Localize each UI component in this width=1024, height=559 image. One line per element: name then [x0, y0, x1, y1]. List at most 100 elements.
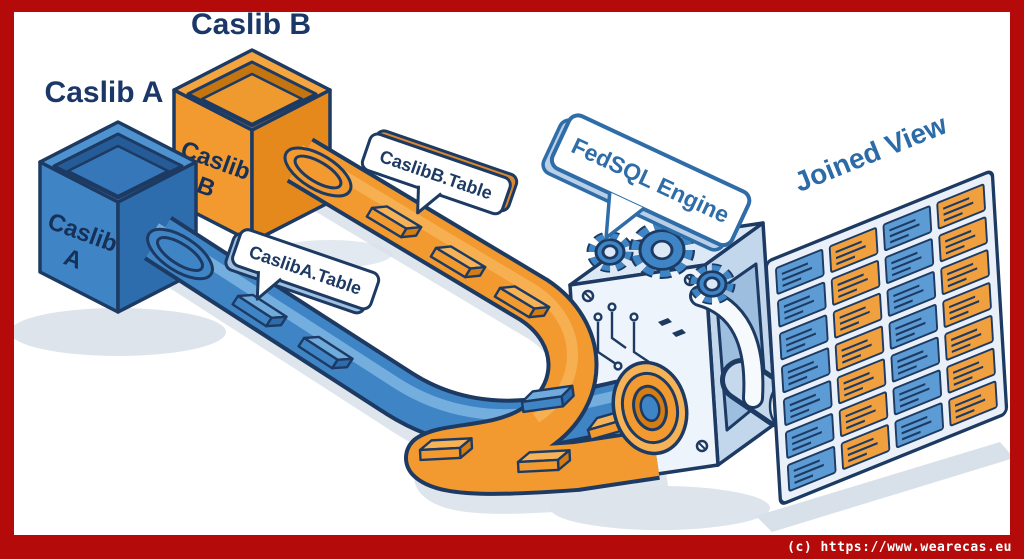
jv-cell-text-line: [897, 354, 928, 369]
jv-cell-text-line: [791, 426, 818, 440]
jv-cell-text-line: [953, 365, 984, 380]
jv-cell-text-line: [783, 295, 810, 308]
jv-cell-text-line: [899, 387, 930, 402]
jv-cell-text-line: [949, 300, 980, 315]
jv-cell-text-line: [837, 273, 864, 287]
jv-cell-text-line: [835, 240, 862, 254]
jv-cell-text-line: [836, 255, 856, 266]
jv-cell-text-line: [782, 266, 813, 281]
jv-cell-text-line: [895, 321, 926, 336]
panel-ground-shadow: [756, 442, 1014, 532]
jv-cell-text-line: [943, 212, 963, 222]
jv-cell-text-line: [838, 288, 857, 299]
jv-cell-text-line: [897, 350, 924, 363]
pipe-collar-a: [146, 227, 214, 281]
frame-border-left: [0, 0, 14, 559]
jv-cell-text-line: [889, 223, 920, 238]
joined-view-label: Joined View: [790, 109, 951, 198]
jv-cell-text-line: [787, 360, 814, 374]
jv-cell-text-line: [893, 284, 920, 298]
heading-caslib-a: Caslib A: [45, 76, 164, 109]
jv-cell-text-line: [782, 277, 802, 287]
jv-cell-text-line: [840, 321, 859, 331]
jv-cell-text-line: [951, 332, 982, 348]
jv-cell-text-line: [788, 365, 818, 380]
jv-cell-text-line: [953, 376, 973, 386]
jv-cell-text-line: [794, 463, 824, 478]
jv-cell-text-line: [843, 371, 870, 385]
jv-cell-text-line: [892, 266, 911, 277]
jv-cell-text-line: [789, 393, 816, 407]
jv-cell-text-line: [786, 332, 816, 347]
jv-cell-text-line: [790, 398, 820, 413]
copyright-text: (c) https://www.wearecas.eu: [787, 539, 1012, 555]
jv-cell-text-line: [781, 262, 808, 276]
jv-cell-text-line: [901, 420, 932, 435]
jv-cell-text-line: [947, 277, 967, 288]
jv-cell-text-line: [847, 437, 874, 451]
jv-cell-text-line: [945, 244, 965, 255]
jv-cell-text-line: [792, 441, 812, 452]
frame-border-top: [0, 0, 1024, 12]
jv-cell-text-line: [843, 376, 874, 391]
jv-cell-text-line: [845, 404, 872, 418]
jv-cell-text-line: [846, 419, 865, 430]
jv-cell-text-line: [785, 327, 812, 341]
jv-cell-text-line: [899, 382, 926, 396]
jv-cell-text-line: [896, 332, 915, 342]
jv-cell-text-line: [890, 233, 909, 244]
jv-cell-text-line: [955, 394, 982, 407]
jv-cell-text-line: [899, 397, 919, 408]
jv-cell-text-line: [894, 299, 913, 310]
jv-cell-text-line: [951, 328, 978, 342]
heading-caslib-b: Caslib B: [191, 8, 311, 41]
jv-cell-text-line: [891, 251, 918, 265]
joined-view-panel: [764, 170, 1009, 505]
data-packets: [231, 205, 640, 474]
jv-cell-text-line: [891, 256, 922, 271]
engine-flange: [611, 360, 689, 456]
jv-cell-text-line: [837, 277, 868, 293]
jv-cell-text-line: [895, 317, 922, 331]
jv-cell-text-line: [848, 452, 867, 463]
jv-cell-text-line: [955, 398, 986, 413]
frame-border-right: [1010, 0, 1024, 559]
jv-cell-text-line: [845, 409, 876, 424]
jv-cell-text-line: [953, 361, 980, 374]
jv-cell-text-line: [901, 415, 928, 429]
jv-cell-text-line: [842, 354, 861, 364]
jv-cell-text-line: [943, 197, 970, 210]
jv-cell-text-line: [784, 299, 814, 314]
jv-cell-text-line: [898, 365, 917, 375]
gear-icon: [688, 263, 736, 305]
jv-cell-text-line: [955, 409, 975, 419]
pipe-collar-b: [283, 146, 353, 198]
jv-cell-text-line: [847, 442, 878, 457]
jv-cell-text-line: [788, 375, 808, 386]
jv-cell-text-line: [893, 288, 924, 304]
jv-cell-text-line: [839, 306, 866, 319]
jv-cell-text-line: [949, 310, 969, 321]
frame-border-bottom: (c) https://www.wearecas.eu: [0, 535, 1024, 559]
bubble-fedsql-engine: FedSQL Engine: [541, 113, 752, 252]
jv-cell-text-line: [794, 474, 814, 484]
paper-curl: [692, 288, 762, 406]
jv-cell-text-line: [793, 459, 820, 473]
jv-cell-text-line: [790, 408, 810, 419]
jv-cell-text-line: [947, 262, 974, 276]
jv-cell-text-line: [949, 295, 976, 309]
jv-cell-text-line: [947, 267, 978, 282]
cube-caslib-b: Caslib B: [172, 48, 332, 244]
jv-cell-text-line: [784, 310, 804, 320]
jv-cell-text-line: [841, 339, 868, 352]
jv-cell-text-line: [951, 343, 971, 354]
jv-cell-text-line: [835, 245, 866, 260]
jv-cell-text-line: [839, 310, 870, 325]
jv-cell-text-line: [901, 430, 921, 441]
jv-cell-text-line: [943, 201, 974, 216]
jv-cell-text-line: [945, 229, 972, 243]
jv-cell-text-line: [786, 342, 806, 353]
jv-cell-text-line: [844, 386, 863, 397]
